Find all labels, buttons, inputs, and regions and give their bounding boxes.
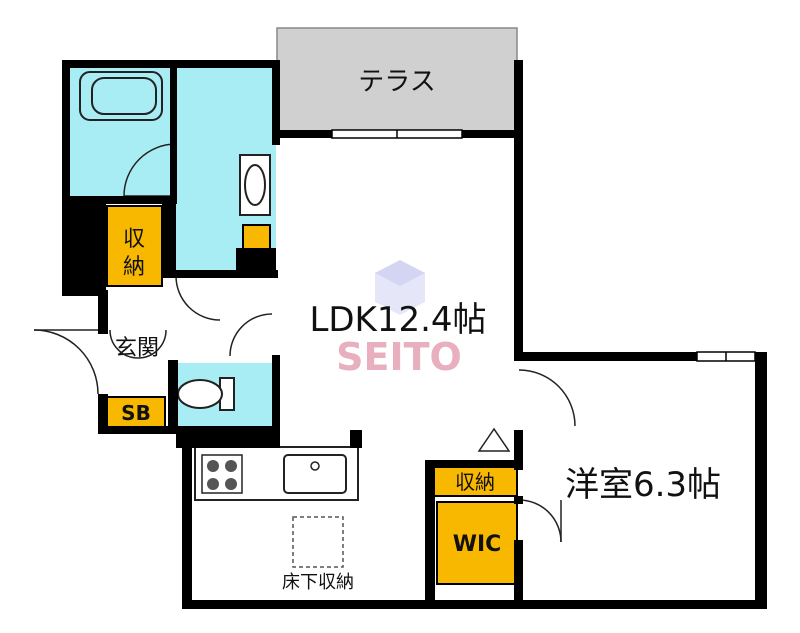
- stove-burner-1: [207, 460, 219, 472]
- storage-right: [432, 465, 518, 497]
- bathtub-inner: [91, 77, 157, 115]
- western-room-label: 洋室6.3帖: [565, 465, 721, 505]
- shoe-box: [106, 396, 166, 428]
- seito-logo: [375, 260, 425, 315]
- stove-burner-3: [207, 478, 219, 490]
- stove-burner-2: [225, 460, 237, 472]
- watermark-text: SEITO: [336, 335, 462, 379]
- ldk-label: LDK12.4帖: [309, 300, 486, 340]
- windows: [331, 129, 756, 362]
- logo-cube-face-icon: [375, 260, 425, 286]
- wic-label: WIC: [453, 532, 502, 557]
- underfloor-storage: [292, 516, 344, 568]
- kitchen-sink-drain: [310, 461, 320, 471]
- shoe-box-label: SB: [121, 401, 151, 425]
- walls: [62, 60, 767, 609]
- wic: [436, 501, 518, 585]
- storage-left: [106, 205, 163, 287]
- entry-arrow-icon: [477, 427, 511, 452]
- logo-cube-icon: [375, 260, 425, 315]
- washbasin-bowl: [244, 164, 266, 206]
- storage-left-label-1: 収: [123, 227, 145, 252]
- kitchen-sink: [283, 454, 347, 494]
- storage-left-label-2: 納: [123, 255, 145, 280]
- storage-right-label: 収納: [455, 470, 495, 494]
- terrace-label: テラス: [358, 67, 435, 97]
- utility-storage: [242, 224, 271, 253]
- door-swings: [33, 143, 576, 543]
- entrance-label: 玄関: [115, 336, 159, 361]
- toilet-bowl: [177, 379, 223, 409]
- underfloor-storage-label: 床下収納: [282, 572, 354, 593]
- terrace-area: [276, 27, 518, 132]
- stove-burner-4: [225, 478, 237, 490]
